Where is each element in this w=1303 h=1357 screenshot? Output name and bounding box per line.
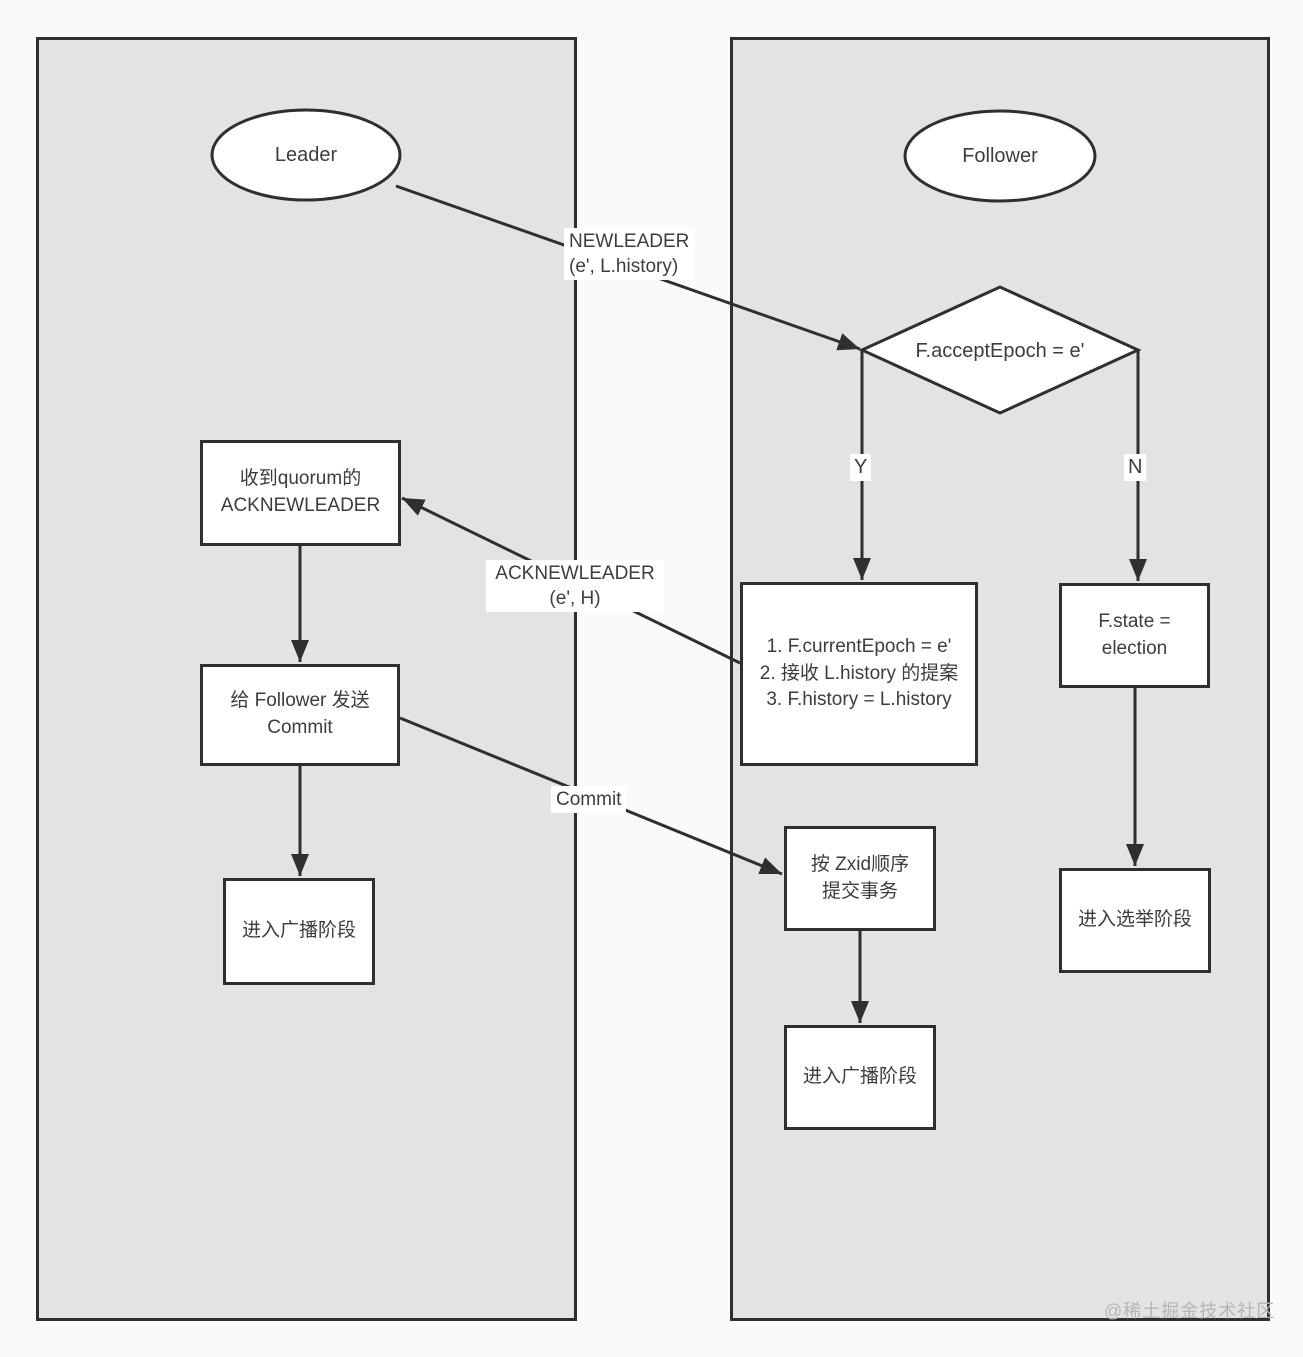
node-enter-election-phase: 进入选举阶段 — [1059, 868, 1211, 973]
sync-step-item: 3. F.history = L.history — [766, 689, 952, 711]
node-line: 进入广播阶段 — [802, 1066, 917, 1088]
leader-node-label: Leader — [274, 143, 338, 166]
watermark: @稀土掘金技术社区 — [1104, 1301, 1276, 1321]
sync-step-item: 1. F.currentEpoch = e' — [766, 636, 952, 658]
node-send-commit-to-follower: 给 Follower 发送 Commit — [200, 664, 400, 766]
node-line: 给 Follower 发送 — [230, 690, 370, 712]
edge-label-line: (e', L.history) — [569, 256, 679, 277]
node-line: F.state = — [1098, 610, 1171, 632]
edge-label-commit: Commit — [551, 786, 627, 813]
node-enter-broadcast-follower: 进入广播阶段 — [784, 1025, 936, 1130]
node-enter-broadcast-leader: 进入广播阶段 — [223, 878, 375, 985]
node-sync-steps: 1. F.currentEpoch = e' 2. 接收 L.history 的… — [740, 582, 978, 766]
sync-step-item: 2. 接收 L.history 的提案 — [759, 662, 959, 684]
follower-node-label: Follower — [962, 144, 1038, 167]
edge-label-line: ACKNEWLEADER — [495, 563, 655, 584]
node-line: election — [1101, 637, 1168, 659]
edge-label-newleader: NEWLEADER (e', L.history) — [564, 228, 695, 280]
follower-ellipse — [903, 109, 1097, 203]
node-line: 按 Zxid顺序 — [810, 853, 910, 875]
node-line: 进入广播阶段 — [241, 920, 356, 942]
node-commit-by-zxid-order: 按 Zxid顺序 提交事务 — [784, 826, 936, 931]
leader-ellipse — [210, 108, 402, 202]
accept-epoch-decision-label: F.acceptEpoch = e' — [915, 339, 1085, 362]
node-line: Commit — [267, 717, 333, 738]
node-line: 进入选举阶段 — [1077, 909, 1192, 931]
node-line: ACKNEWLEADER — [220, 495, 381, 516]
decision-yes-label: Y — [850, 454, 872, 481]
decision-no-label: N — [1124, 454, 1147, 481]
edge-label-acknewleader: ACKNEWLEADER (e', H) — [486, 560, 664, 612]
edge-label-line: (e', H) — [549, 588, 601, 609]
edge-label-line: NEWLEADER — [569, 231, 690, 252]
node-state-election: F.state = election — [1059, 583, 1210, 688]
node-line: 收到quorum的 — [239, 468, 362, 490]
node-received-quorum-acknewleader: 收到quorum的 ACKNEWLEADER — [200, 440, 401, 546]
node-line: 提交事务 — [821, 880, 898, 902]
